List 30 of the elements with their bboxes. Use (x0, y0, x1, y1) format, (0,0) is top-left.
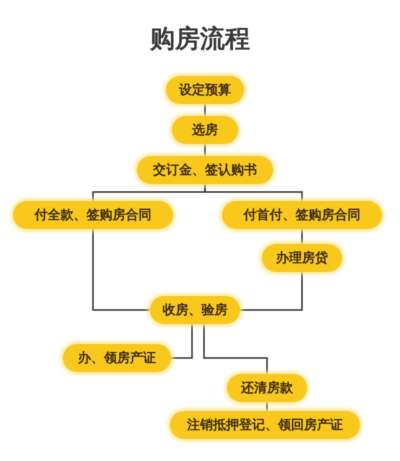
step-label: 办、领房产证 (78, 350, 156, 367)
process-box (222, 201, 382, 229)
process-box (172, 116, 238, 144)
process-box (227, 374, 307, 402)
process-box (150, 296, 240, 324)
step-label: 设定预算 (179, 82, 231, 99)
process-box (170, 411, 360, 439)
process-box (63, 344, 171, 372)
process-box (13, 201, 173, 229)
connector-line (204, 144, 206, 156)
step-label: 选房 (192, 122, 218, 139)
step-label: 付全款、签购房合同 (34, 206, 152, 224)
connector-line (266, 402, 268, 411)
step-label: 付首付、签购房合同 (244, 206, 360, 224)
step-label: 还清房款 (241, 380, 293, 397)
process-box (137, 156, 273, 184)
connector-line (92, 229, 150, 311)
connector-line (171, 324, 193, 359)
connector-line (203, 324, 268, 374)
process-box (166, 76, 244, 104)
connector-line (204, 184, 303, 201)
step-label: 注销抵押登记、领回房产证 (187, 416, 343, 434)
connector-line (204, 104, 206, 116)
diagram-title: 购房流程 (150, 24, 250, 53)
connector-line (240, 272, 303, 311)
connector-line (301, 229, 303, 244)
step-label: 交订金、签认购书 (153, 162, 257, 179)
step-label: 收房、验房 (162, 302, 228, 319)
step-label: 办理房贷 (276, 250, 328, 267)
process-box (262, 244, 342, 272)
